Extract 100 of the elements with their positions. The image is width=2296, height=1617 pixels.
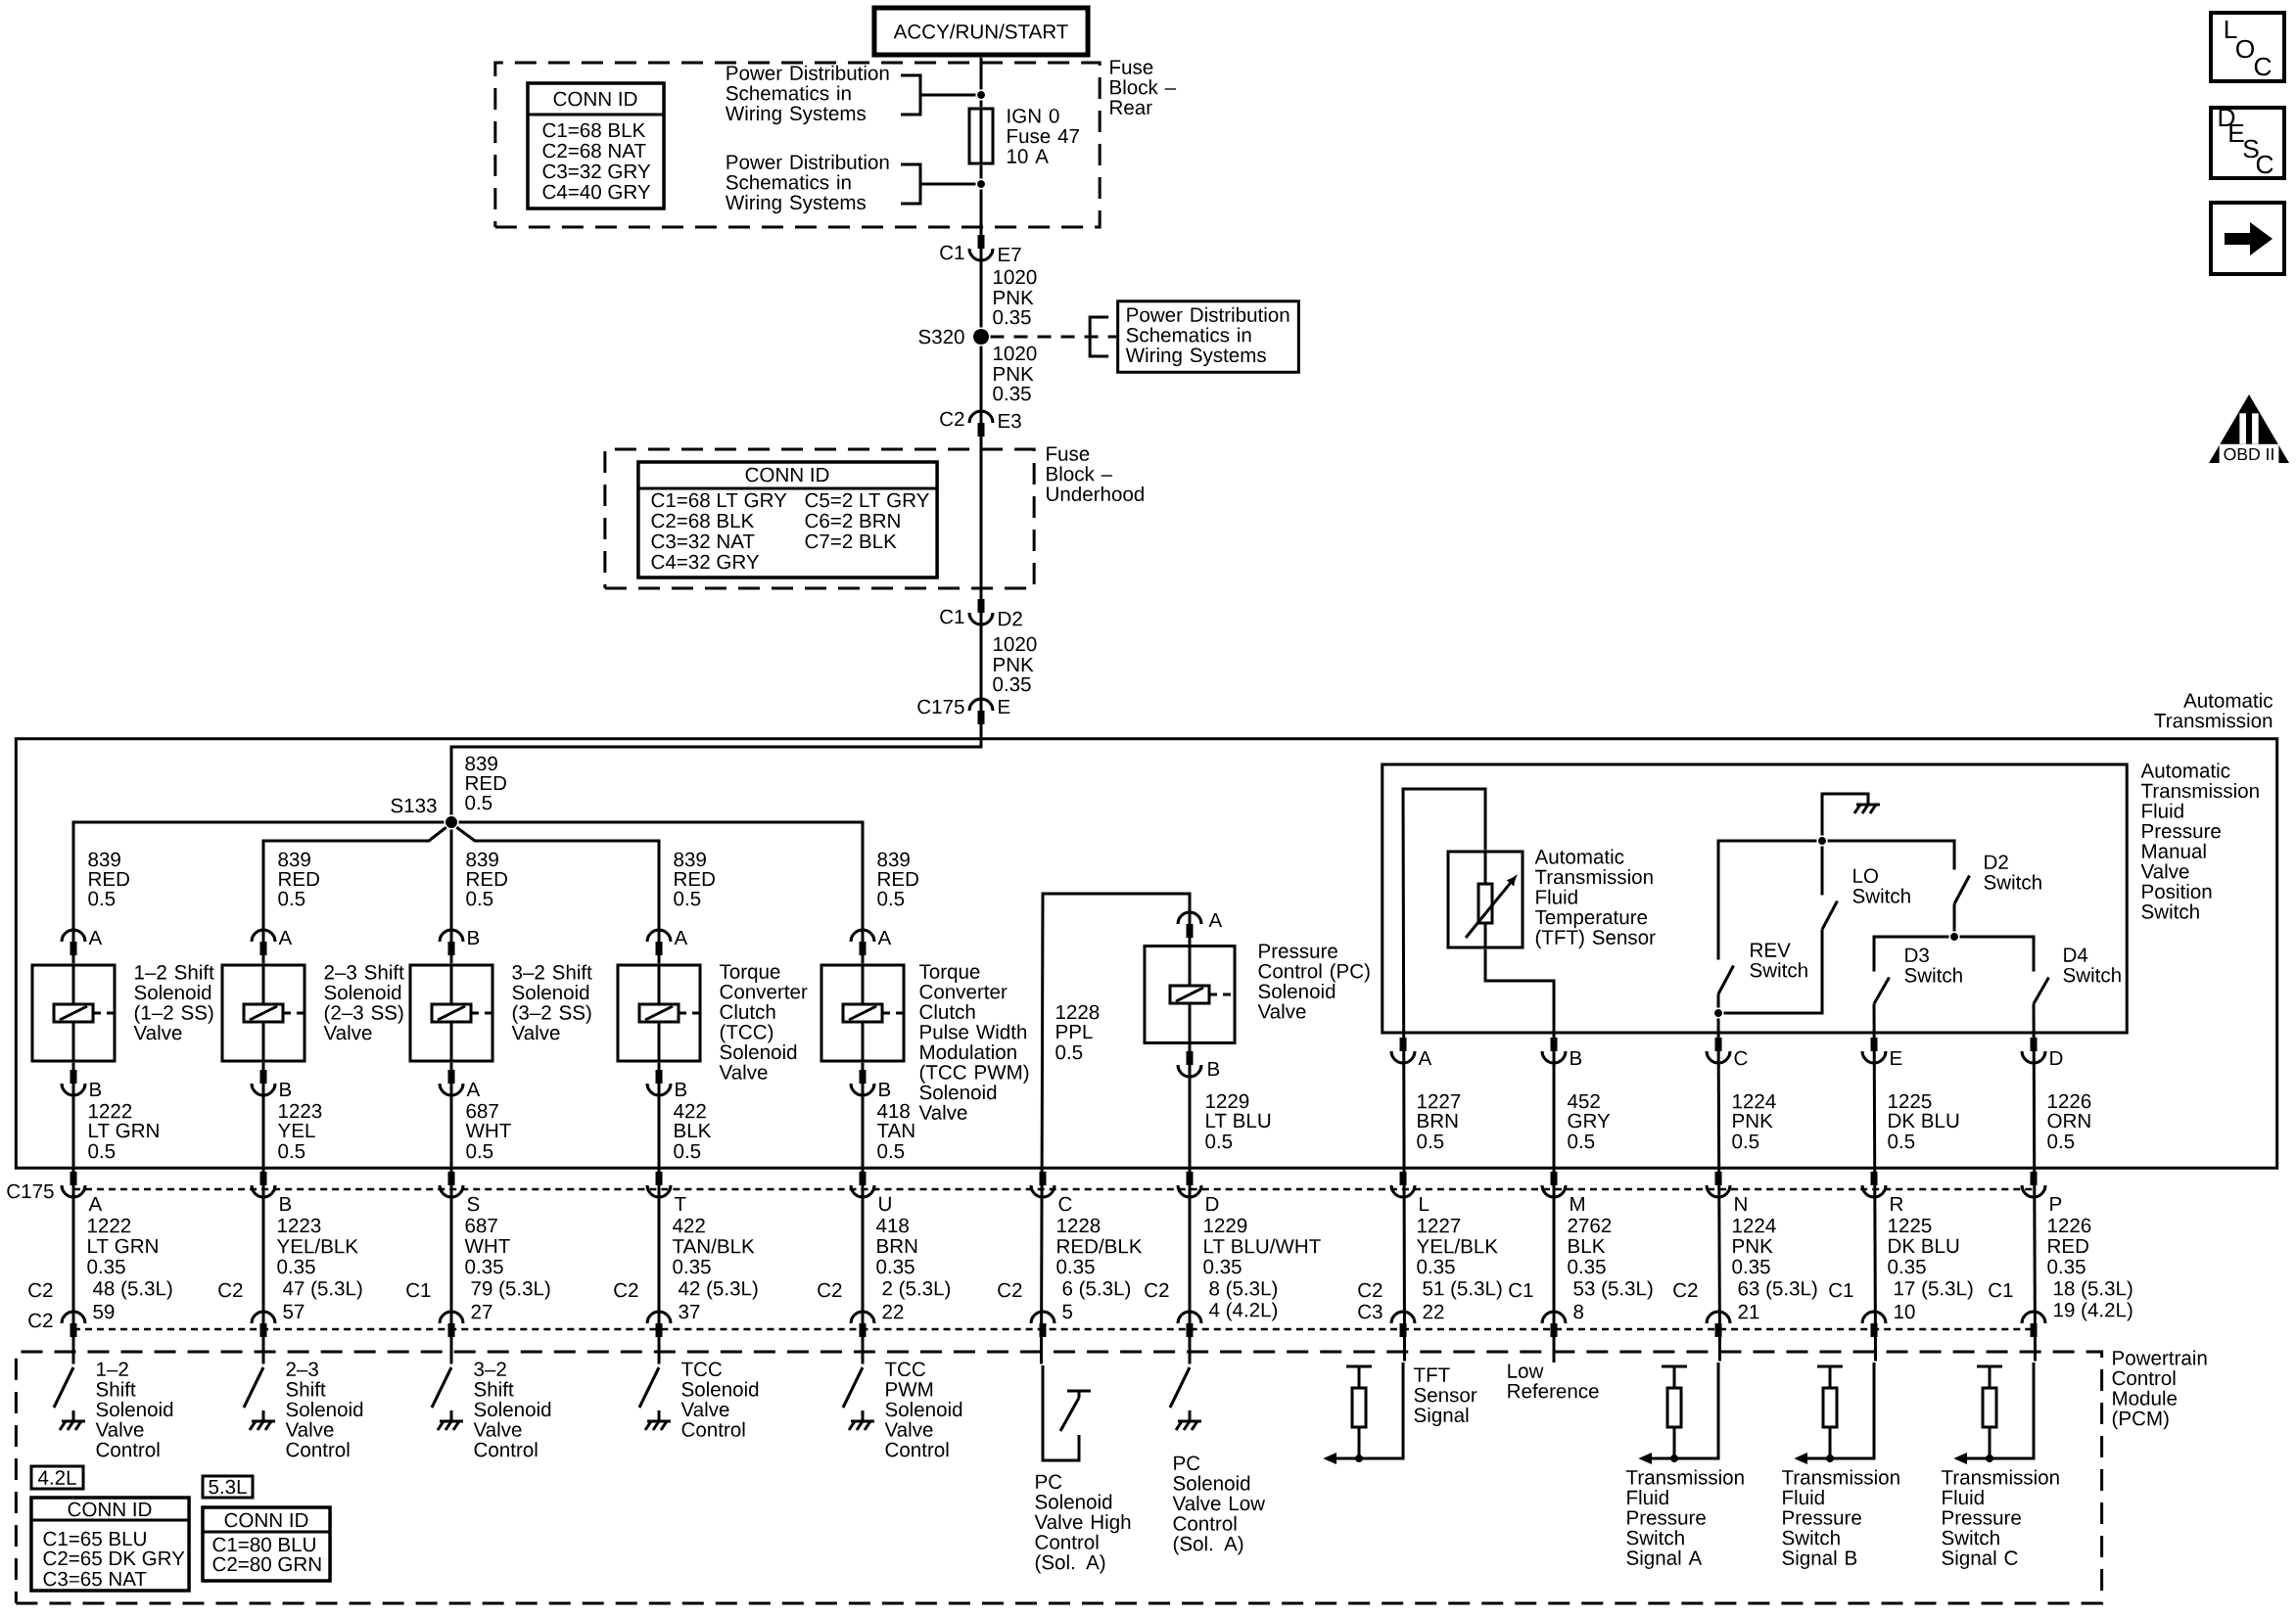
wire-label: 0.5 — [877, 891, 905, 906]
node-label: C1=65 BLU — [43, 1531, 146, 1547]
wire-label: 839 — [674, 852, 706, 867]
wire — [1820, 846, 1824, 896]
wire-label: 0.35 — [1732, 1259, 1770, 1274]
pin-label: A — [1208, 912, 1223, 928]
pin-label: P — [2050, 1196, 2062, 1212]
terminal-label: 57 — [283, 1304, 305, 1319]
wire-label: TAN — [876, 1123, 914, 1138]
component-label: Fuse Block – Underhood — [1047, 446, 1144, 501]
pin-label: D — [1206, 1196, 1219, 1212]
wire-label: 0.35 — [1417, 1259, 1455, 1274]
wire-label: 1225 — [1889, 1218, 1932, 1233]
connector-label: C2 — [28, 1313, 53, 1328]
connector-label: C3 — [1358, 1304, 1382, 1319]
wire-label: PNK — [994, 366, 1034, 382]
component-label: D3 Switch — [1904, 947, 1962, 983]
pin-label: A — [877, 930, 892, 946]
wire-label: 418 — [876, 1218, 909, 1233]
connector-label: C175 — [7, 1183, 54, 1199]
reference-box: Power Distribution Schematics in Wiring Systems — [1116, 300, 1300, 374]
wire-label: 1227 — [1418, 1218, 1461, 1233]
terminal-label: 17 (5.3L) — [1895, 1280, 1973, 1300]
connector-id-table: CONN ID C1=68 LT GRY C5=2 LT GRY C2=68 BLK C6=2 BRN C3=32 NAT C7=2 BLK C4=32 GRY — [636, 460, 939, 579]
engine-tag: 4.2L — [29, 1464, 85, 1491]
pin-label: T — [674, 1196, 686, 1212]
wire-label: 0.5 — [2047, 1133, 2075, 1149]
terminal-label: 22 — [1423, 1304, 1444, 1319]
wire-label: YEL — [277, 1123, 315, 1138]
wire-label: 1222 — [89, 1103, 132, 1119]
wire-label: BRN — [877, 1238, 917, 1254]
terminal-label: 27 — [471, 1304, 492, 1319]
wire-label: 1229 — [1204, 1218, 1247, 1233]
connector-label: C2 — [818, 1282, 842, 1298]
pin-label: A — [278, 930, 293, 946]
component-label: Torque Converter Clutch (TCC) Solenoid Valve — [719, 964, 808, 1080]
terminal-label: 79 (5.3L) — [471, 1280, 550, 1300]
component-label: Transmission Fluid Pressure Switch Signal C — [1941, 1469, 2059, 1569]
connector-label: C2 — [1145, 1282, 1169, 1298]
component-label: TFT Sensor Signal — [1413, 1367, 1477, 1427]
wire-label: ORN — [2047, 1113, 2090, 1129]
wire-label: LT GRN — [88, 1238, 158, 1254]
wire-label: 1222 — [88, 1218, 131, 1233]
terminal-label: 21 — [1738, 1304, 1759, 1319]
wire-label: 839 — [877, 852, 910, 867]
wire-label: 1223 — [279, 1103, 322, 1119]
component-label: D4 Switch — [2063, 947, 2121, 983]
pin-label: B — [468, 930, 480, 946]
wire-label: 418 — [877, 1103, 910, 1119]
power-source-box: ACCY/RUN/START — [871, 5, 1091, 58]
wire-label: RED — [878, 871, 918, 887]
wire-label: 0.5 — [88, 1143, 116, 1159]
terminal-label: 6 (5.3L) — [1062, 1280, 1131, 1300]
wire-label: 0.5 — [674, 891, 701, 906]
pin-label: B — [280, 1196, 292, 1212]
component-label: 2–3 Shift Solenoid Valve Control — [285, 1362, 363, 1457]
wire-label: 0.5 — [465, 795, 492, 810]
wire-label: 452 — [1568, 1093, 1600, 1109]
component-label: 1–2 Shift Solenoid Valve Control — [95, 1362, 173, 1457]
pin-label: C — [1734, 1050, 1748, 1066]
reference-label: Power Distribution Schematics in Wiring Systems — [725, 65, 889, 125]
wire — [920, 93, 976, 97]
wire-label: PNK — [994, 657, 1034, 672]
warning-triangle: II OBD II — [2209, 394, 2289, 465]
connector-label: C1 — [1829, 1282, 1853, 1298]
node-label: CONN ID — [68, 1502, 152, 1517]
component-label: PC Solenoid Valve Low Control (Sol. A) — [1172, 1455, 1266, 1555]
wire-label: 1020 — [994, 269, 1037, 285]
pin-label: B — [676, 1082, 687, 1097]
pin-label: U — [879, 1196, 891, 1212]
letter-button: L O C — [2209, 11, 2287, 83]
terminal-label: 63 (5.3L) — [1738, 1280, 1817, 1300]
wire-label: 0.35 — [993, 386, 1031, 401]
wire-label: PPL — [1056, 1024, 1093, 1040]
wire-label: 0.5 — [1568, 1133, 1595, 1149]
terminal-label: 10 — [1895, 1304, 1915, 1319]
label: E — [2229, 123, 2244, 143]
wire-label: 1226 — [2048, 1093, 2091, 1109]
terminal-label: 59 — [93, 1304, 115, 1319]
pin-label: L — [1420, 1196, 1429, 1212]
pin-label: M — [1570, 1196, 1584, 1212]
connector-id-table: CONN ID C1=65 BLU C2=65 DK GRY C3=65 NAT — [29, 1496, 191, 1593]
wire-label: 0.35 — [1888, 1259, 1926, 1274]
wire-label: 1228 — [1057, 1218, 1101, 1233]
splice-label: S133 — [391, 798, 437, 813]
wire-label: 0.5 — [278, 891, 305, 906]
pin-label: B — [280, 1082, 292, 1097]
terminal-label: 37 — [679, 1304, 700, 1319]
wire-label: WHT — [465, 1123, 511, 1138]
wire — [979, 164, 983, 179]
wire-label: 687 — [465, 1218, 497, 1233]
component-label: 2–3 Shift Solenoid (2–3 SS) Valve — [323, 964, 404, 1040]
terminal-label: 19 (4.2L) — [2054, 1302, 2132, 1321]
node-label: C3=65 NAT — [43, 1571, 147, 1587]
pin-label: B — [90, 1082, 102, 1097]
wire — [990, 335, 1117, 339]
wire-label: RED — [467, 871, 507, 887]
connector-label: C1 — [406, 1282, 431, 1298]
wire-label: BLK — [1569, 1238, 1606, 1254]
pin-label: B — [1208, 1061, 1220, 1077]
